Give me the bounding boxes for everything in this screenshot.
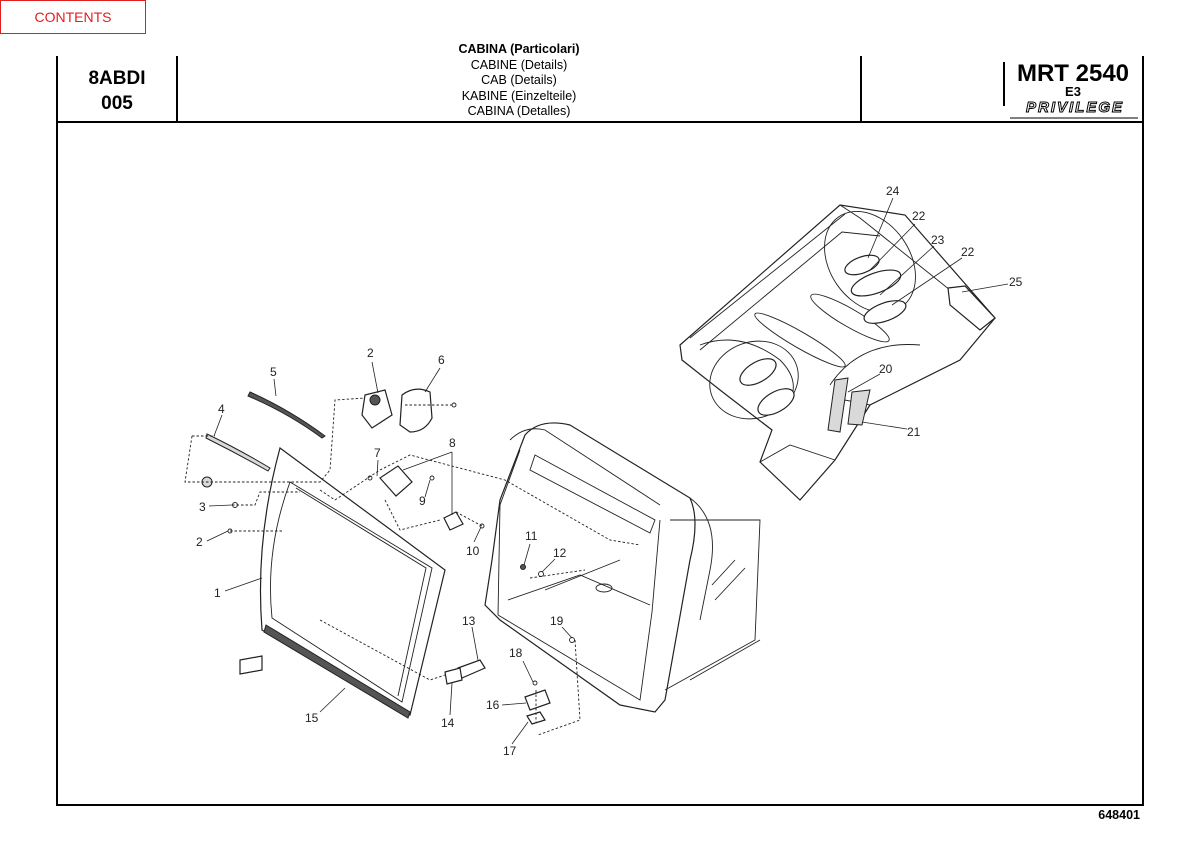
motor-bracket	[379, 465, 464, 531]
wiper-arm	[205, 433, 271, 472]
callout-20: 20	[879, 362, 893, 376]
wiper-motor	[361, 389, 393, 429]
callout-14: 14	[441, 716, 455, 730]
wiper-blade	[247, 391, 326, 439]
screw	[367, 475, 373, 481]
roof-panel	[679, 204, 996, 501]
model-name: MRT 2540	[1016, 60, 1130, 87]
callout-6: 6	[438, 353, 445, 367]
header-separator	[1003, 62, 1005, 106]
callout-3: 3	[199, 500, 206, 514]
callout-16: 16	[486, 698, 500, 712]
leader-lines	[206, 197, 1009, 745]
callout-19: 19	[550, 614, 564, 628]
callout-2: 2	[367, 346, 374, 360]
latch	[457, 659, 486, 679]
title-english: CAB (Details)	[481, 73, 557, 87]
callout-24: 24	[886, 184, 900, 198]
cab-frame	[484, 422, 761, 713]
callout-8: 8	[449, 436, 456, 450]
callout-4: 4	[218, 402, 225, 416]
callout-25: 25	[1009, 275, 1023, 289]
screw	[479, 523, 485, 529]
windscreen	[239, 446, 446, 719]
callout-12: 12	[553, 546, 567, 560]
section-code-line1: 8ABDI	[88, 68, 146, 89]
callout-2: 2	[196, 535, 203, 549]
drawing-frame	[56, 56, 1144, 806]
header-divider	[56, 121, 1144, 123]
title-italian: CABINA (Particolari)	[458, 42, 580, 56]
callout-5: 5	[270, 365, 277, 379]
model-variant: E3	[1065, 84, 1081, 99]
callout-23: 23	[931, 233, 945, 247]
callout-13: 13	[462, 614, 476, 628]
callout-1: 1	[214, 586, 221, 600]
page-number: 648401	[1098, 808, 1140, 822]
contents-button[interactable]: CONTENTS	[0, 0, 146, 34]
latch-plate	[444, 667, 463, 685]
callout-7: 7	[374, 446, 381, 460]
callout-17: 17	[503, 744, 517, 758]
brand-logo: PRIVILEGE	[1025, 99, 1125, 117]
section-code: 8ABDI 005	[58, 66, 176, 116]
callout-labels: 1 2 2 3 4 5 6 7 8 9 10 11 12 13 14 15 16…	[196, 184, 1023, 758]
bracket	[524, 689, 551, 711]
callout-22: 22	[961, 245, 975, 259]
callout-22: 22	[912, 209, 926, 223]
assembly-lines	[184, 397, 641, 736]
screw	[520, 564, 526, 570]
title-german: KABINE (Einzelteile)	[461, 88, 577, 103]
screw	[429, 475, 435, 481]
callout-21: 21	[907, 425, 921, 439]
callout-10: 10	[466, 544, 480, 558]
section-title: CABINA (Particolari) CABINE (Details) CA…	[178, 42, 860, 120]
callout-18: 18	[509, 646, 523, 660]
screw	[451, 402, 457, 408]
callout-15: 15	[305, 711, 319, 725]
section-code-line2: 005	[101, 93, 133, 114]
callout-11: 11	[525, 529, 538, 543]
header-separator	[860, 56, 862, 122]
callout-9: 9	[419, 494, 426, 508]
title-spanish: CABINA (Detalles)	[467, 104, 571, 118]
header-separator	[176, 56, 178, 122]
screw	[532, 680, 538, 686]
title-french: CABINE (Details)	[470, 57, 568, 72]
motor-cover	[399, 388, 433, 433]
